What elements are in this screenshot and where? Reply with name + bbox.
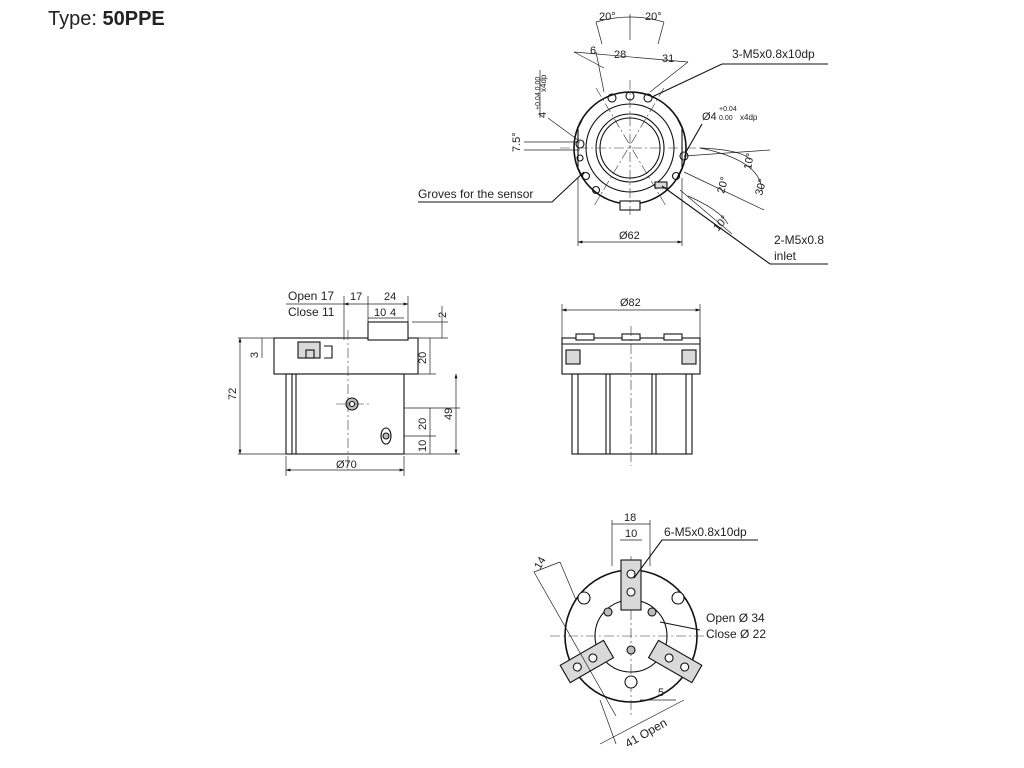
bottom-open-stroke: 41 Open	[623, 715, 670, 750]
top-pin-left-main: 4	[537, 112, 549, 118]
front-view: Ø82	[561, 297, 701, 466]
top-pin-right-depth: x4dp	[740, 113, 758, 122]
top-pin-right-tol-upper: +0.04	[719, 106, 737, 113]
side-close-label: Close 11	[288, 305, 335, 319]
bottom-hole-callout: 6-M5x0.8x10dp	[664, 525, 747, 539]
top-dim-6: 6	[590, 45, 596, 57]
side-dim-2: 2	[437, 312, 449, 318]
bottom-dim-14: 14	[532, 555, 549, 572]
bottom-dim-5: 5	[658, 687, 664, 699]
side-dim-17: 17	[350, 291, 362, 303]
side-open-label: Open 17	[288, 289, 334, 303]
top-pin-right-tol-lower: 0.00	[719, 115, 733, 122]
top-inlet-line2: inlet	[774, 249, 797, 263]
side-dim-20-top: 20	[417, 352, 429, 364]
side-dim-10: 10	[374, 307, 386, 319]
side-dim-49: 49	[443, 408, 455, 420]
top-hole-callout: 3-M5x0.8x10dp	[732, 47, 815, 61]
top-pin-right-main: Ø4	[702, 111, 717, 123]
top-sensor-label: Groves for the sensor	[418, 187, 533, 201]
side-dim-3: 3	[249, 352, 261, 358]
top-angle-30: 30°	[753, 178, 769, 197]
side-dim-20-mid: 20	[417, 418, 429, 430]
top-view: 20° 20° 6 28 31 3-M5x0.8x10dp 4 +0.04 0.…	[418, 11, 828, 265]
side-diameter: Ø70	[336, 459, 357, 471]
bottom-dim-10: 10	[625, 528, 637, 540]
top-pin-left-tol: +0.04 0.00	[535, 77, 542, 110]
top-inlet-line1: 2-M5x0.8	[774, 233, 824, 247]
side-dim-24: 24	[384, 291, 396, 303]
drawing-title: Type: 50PPE	[48, 8, 165, 31]
side-dim-4: 4	[390, 307, 396, 319]
top-angle-20: 20°	[715, 176, 731, 195]
top-angle-right: 20°	[645, 11, 662, 23]
title-model: 50PPE	[102, 8, 165, 30]
top-dim-31: 31	[662, 53, 674, 65]
top-angle-7-5: 7.5°	[511, 132, 523, 152]
top-dim-28: 28	[614, 49, 626, 61]
bottom-view: 18 10 6-M5x0.8x10dp 14 Open Ø 34 Close Ø…	[532, 512, 766, 751]
top-diameter: Ø62	[619, 230, 640, 242]
side-dim-10-bot: 10	[417, 440, 429, 452]
top-angle-10-a: 10°	[742, 152, 757, 170]
side-dim-72: 72	[227, 388, 239, 400]
front-diameter: Ø82	[620, 297, 641, 309]
top-pin-left-depth: x4dp	[539, 74, 548, 92]
bottom-dim-18: 18	[624, 512, 636, 524]
side-view: 72 3 Open 17 Close 11 17 24 10 4 2 20	[227, 289, 460, 476]
top-angle-left: 20°	[599, 11, 616, 23]
title-prefix: Type:	[48, 8, 97, 30]
bottom-open-dia: Open Ø 34	[706, 611, 765, 625]
bottom-close-dia: Close Ø 22	[706, 627, 766, 641]
